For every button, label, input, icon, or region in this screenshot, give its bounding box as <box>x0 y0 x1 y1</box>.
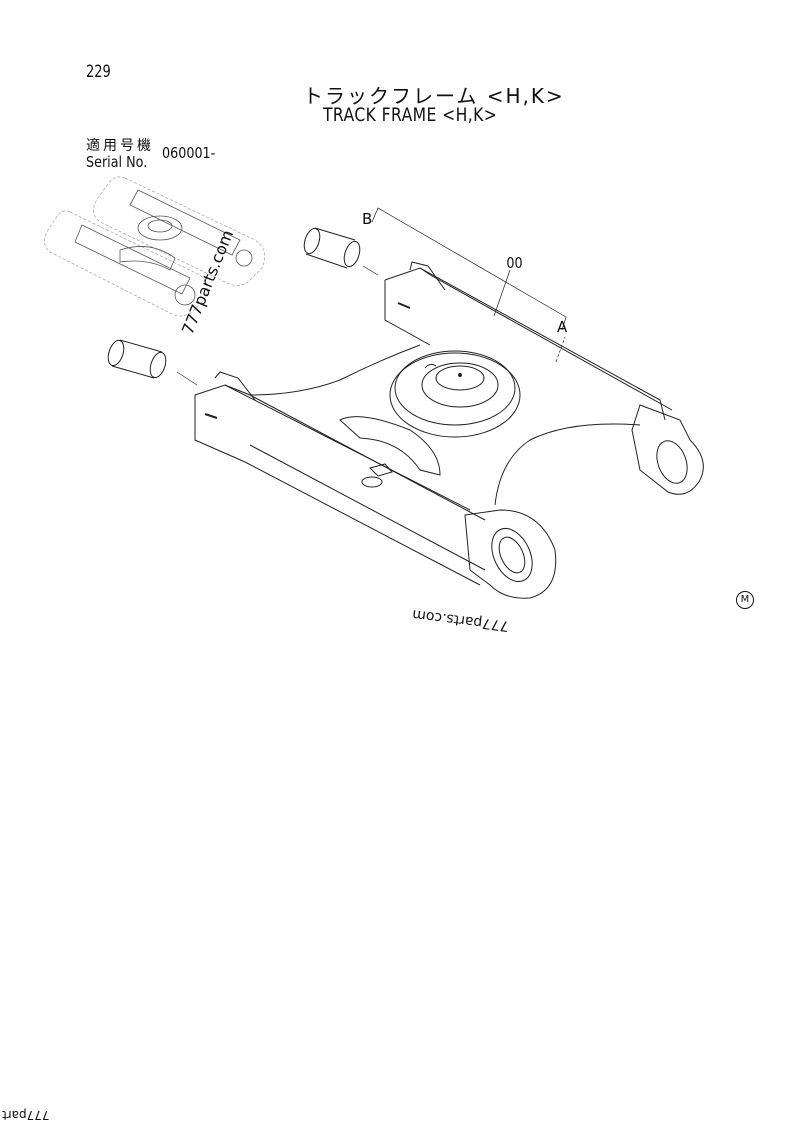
callout-a: A <box>557 318 568 336</box>
pin-lower-cylinder <box>107 339 198 386</box>
callout-b: B <box>362 210 373 228</box>
watermark-corner: 777part <box>2 1108 50 1122</box>
page-title-japanese: トラックフレーム <H,K> <box>303 84 565 108</box>
swing-bearing <box>389 350 521 438</box>
center-body <box>249 344 641 506</box>
pin-b-cylinder <box>303 227 379 276</box>
page-number: 229 <box>86 62 111 82</box>
page-title-english: TRACK FRAME <H,K> <box>323 104 498 126</box>
serial-label-japanese: 適用号機 <box>86 138 154 154</box>
upper-side-rail <box>384 261 704 495</box>
track-frame-diagram <box>44 176 704 599</box>
callout-assembly: 00 <box>506 254 523 272</box>
lower-side-rail <box>194 371 557 599</box>
thumbnail-overview <box>44 176 266 317</box>
circled-m-mark: M <box>736 591 754 609</box>
serial-label-english: Serial No. <box>86 153 148 171</box>
serial-number-value: 060001- <box>162 144 216 162</box>
leader-lines <box>371 207 567 363</box>
